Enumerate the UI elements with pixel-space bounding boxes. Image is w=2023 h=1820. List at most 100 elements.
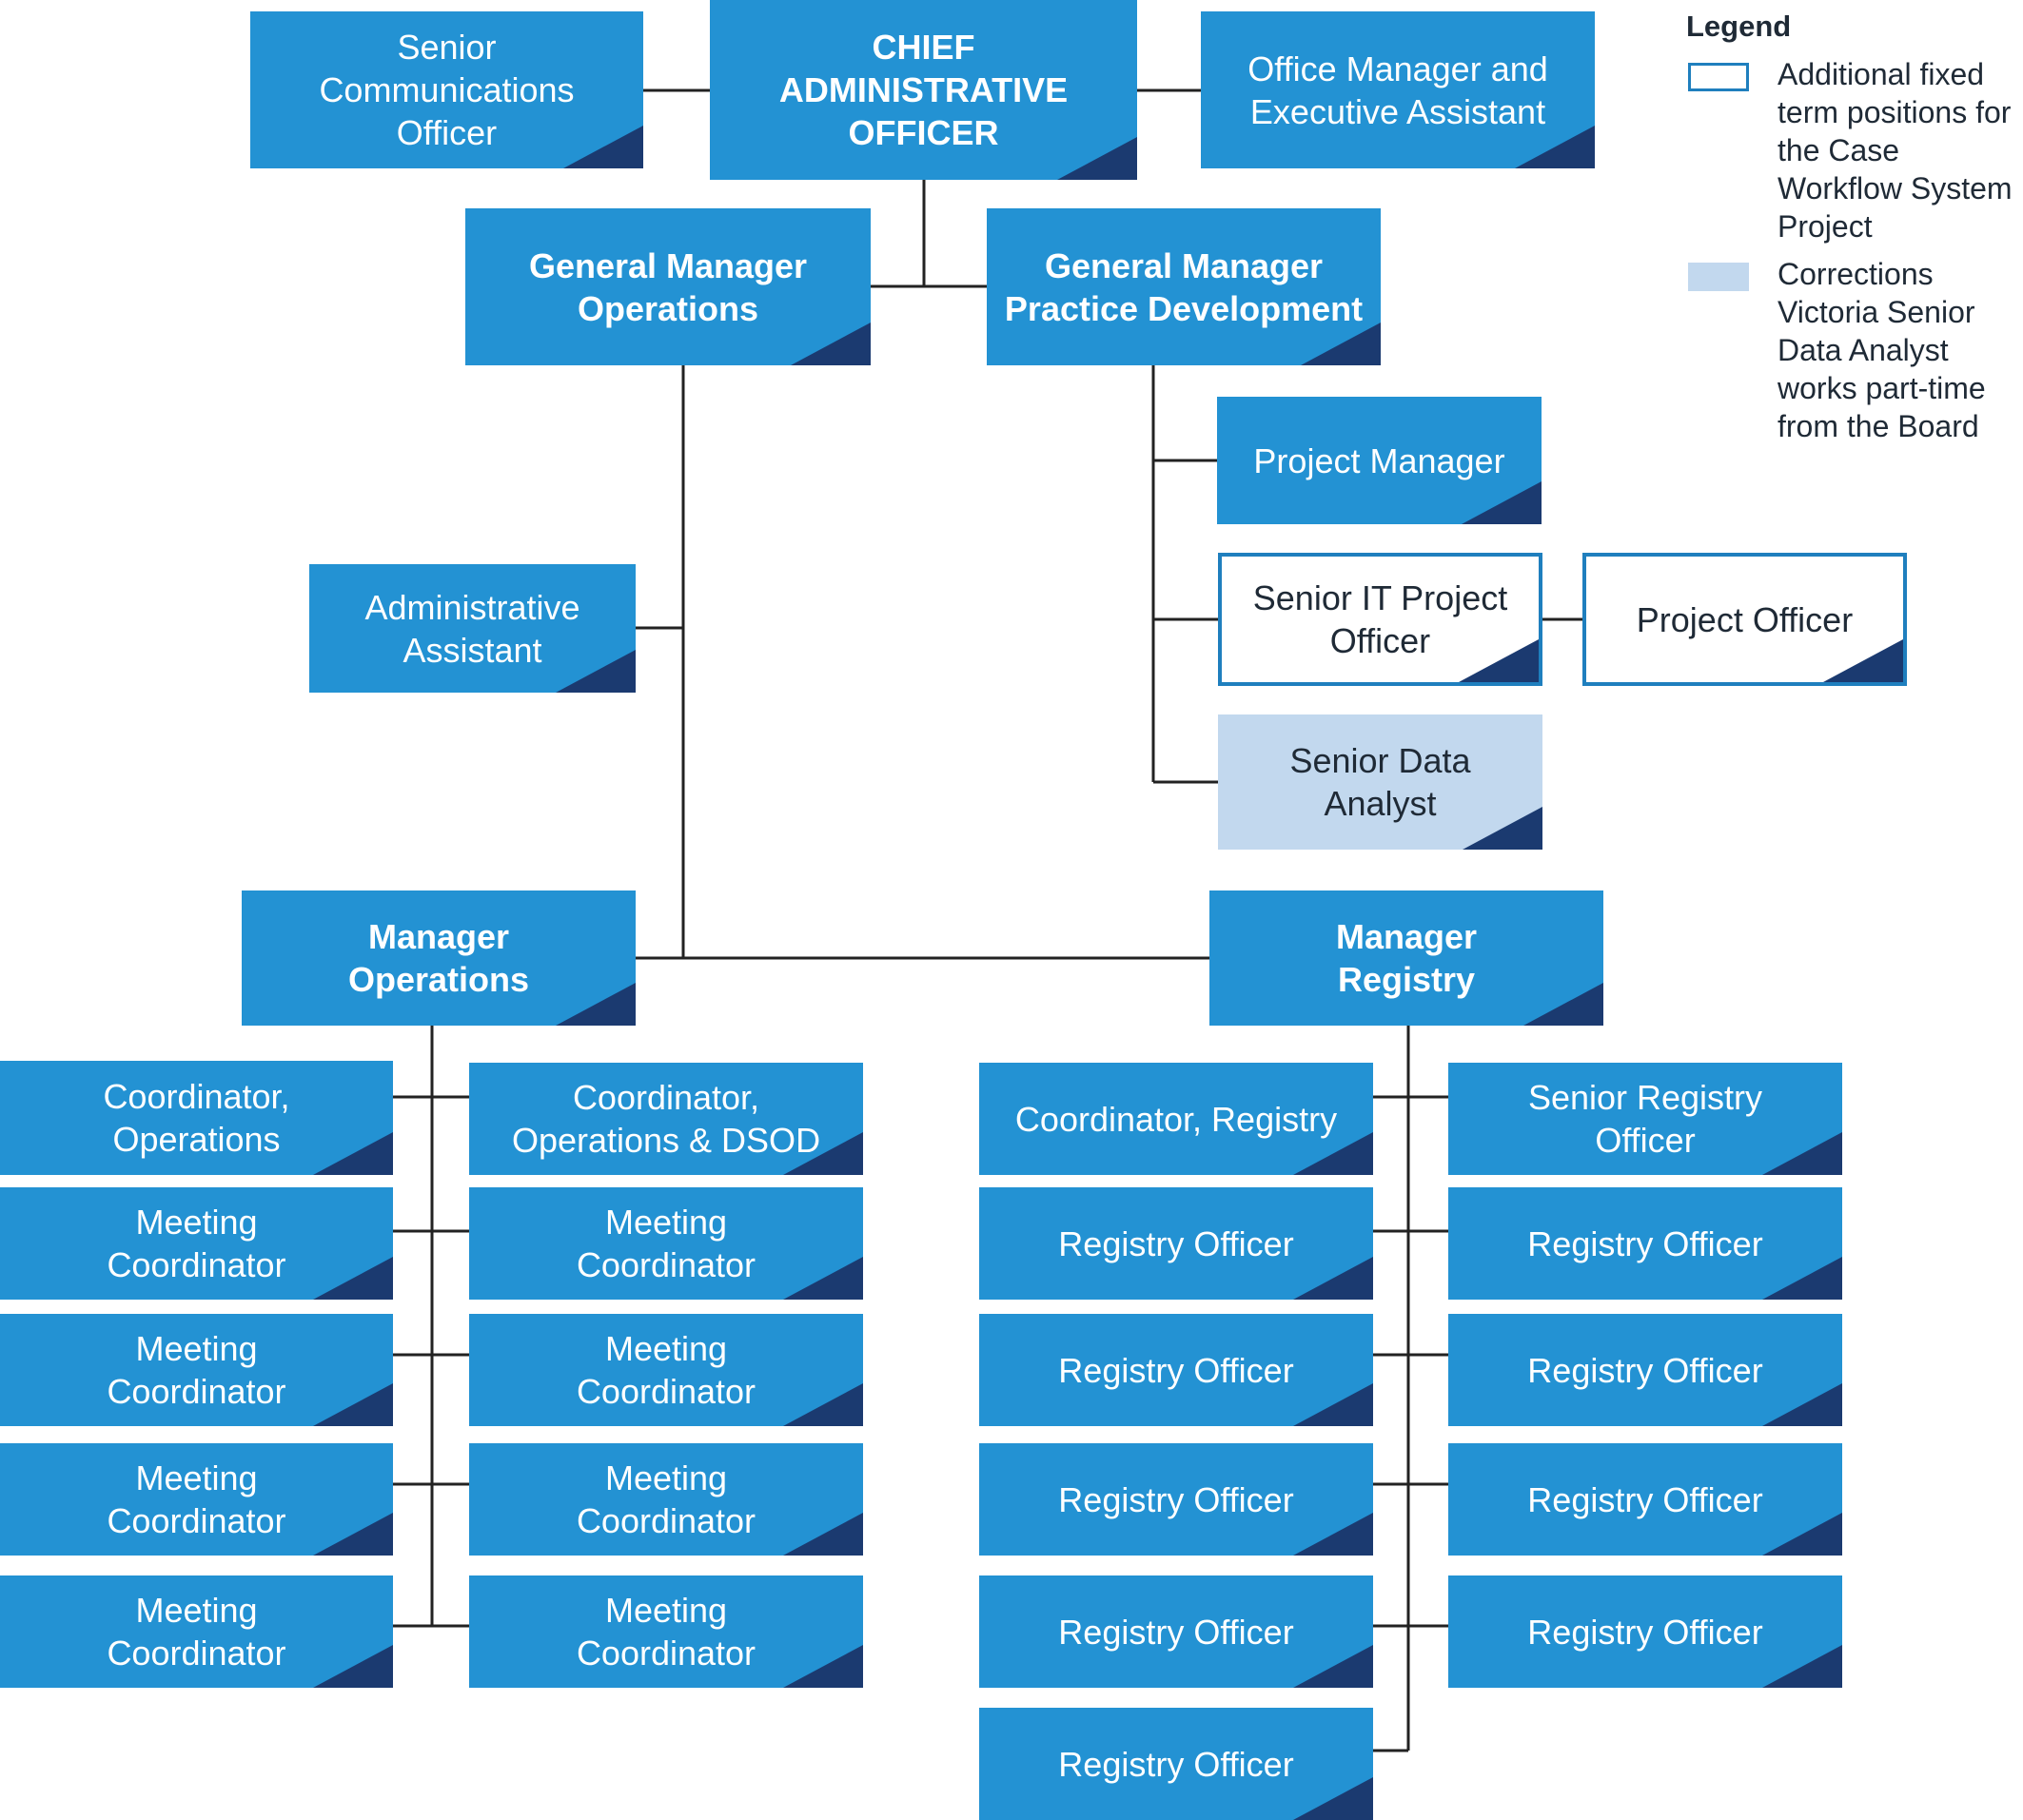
org-box-meeting-coordinator-l4: Meeting Coordinator [0, 1575, 393, 1688]
org-box-label: General Manager Practice Development [1004, 245, 1364, 328]
org-box-general-manager-practice-development: General Manager Practice Development [987, 208, 1381, 365]
org-box-office-manager-executive-assistant: Office Manager and Executive Assistant [1201, 11, 1595, 168]
corner-accent [783, 1513, 863, 1556]
corner-accent [1523, 983, 1603, 1026]
corner-accent [783, 1645, 863, 1688]
org-box-label: Registry Officer [1058, 1223, 1294, 1263]
legend-text-corrections: Corrections Victoria Senior Data Analyst… [1777, 257, 1986, 443]
org-box-label: Meeting Coordinator [576, 1591, 756, 1673]
org-box-label: Manager Registry [1335, 917, 1478, 999]
org-box-project-manager: Project Manager [1217, 397, 1542, 524]
corner-accent [1762, 1383, 1842, 1426]
org-box-label: Meeting Coordinator [107, 1329, 286, 1411]
corner-accent [1293, 1257, 1373, 1300]
corner-accent [1823, 639, 1903, 682]
legend-title: Legend [1686, 10, 1792, 43]
org-box-label: Registry Officer [1058, 1350, 1294, 1390]
corner-accent [313, 1513, 393, 1556]
corner-accent [556, 983, 636, 1026]
org-box-label: Registry Officer [1058, 1612, 1294, 1652]
org-box-label: Registry Officer [1527, 1350, 1763, 1390]
org-box-registry-officer-r3: Registry Officer [1448, 1443, 1842, 1556]
org-box-label: CHIEF ADMINISTRATIVE OFFICER [778, 28, 1069, 152]
corner-accent [313, 1132, 393, 1175]
org-box-registry-officer-r2: Registry Officer [1448, 1314, 1842, 1426]
org-box-label: Meeting Coordinator [576, 1203, 756, 1284]
org-box-coordinator-registry: Coordinator, Registry [979, 1063, 1373, 1175]
org-box-coordinator-operations: Coordinator, Operations [0, 1061, 393, 1175]
corner-accent [1293, 1777, 1373, 1820]
corner-accent [313, 1383, 393, 1426]
org-box-meeting-coordinator-l2: Meeting Coordinator [0, 1314, 393, 1426]
corner-accent [1762, 1645, 1842, 1688]
org-box-registry-officer-l3: Registry Officer [979, 1443, 1373, 1556]
org-box-label: Meeting Coordinator [107, 1591, 286, 1673]
corner-accent [1762, 1257, 1842, 1300]
org-box-label: Meeting Coordinator [107, 1203, 286, 1284]
legend: Legend Additional fixed term positions f… [1686, 8, 2023, 445]
org-box-label: Project Officer [1636, 599, 1854, 639]
org-box-senior-it-project-officer: Senior IT Project Officer [1218, 553, 1542, 686]
corner-accent [783, 1257, 863, 1300]
org-box-label: Senior Communications Officer [319, 28, 575, 152]
org-box-meeting-coordinator-l1: Meeting Coordinator [0, 1187, 393, 1300]
corner-accent [1293, 1513, 1373, 1556]
org-box-chief-administrative-officer: CHIEF ADMINISTRATIVE OFFICER [710, 0, 1137, 180]
corner-accent [313, 1645, 393, 1688]
org-box-label: Coordinator, Registry [1014, 1099, 1338, 1139]
corner-accent [1293, 1383, 1373, 1426]
org-box-label: Registry Officer [1058, 1744, 1294, 1784]
corner-accent [1057, 137, 1137, 180]
org-box-meeting-coordinator-r1: Meeting Coordinator [469, 1187, 863, 1300]
org-box-label: Coordinator, Operations & DSOD [511, 1078, 821, 1160]
corner-accent [1463, 807, 1542, 850]
org-box-label: Registry Officer [1058, 1479, 1294, 1519]
org-box-label: Coordinator, Operations [103, 1077, 290, 1159]
org-box-registry-officer-r1: Registry Officer [1448, 1187, 1842, 1300]
org-box-label: Project Manager [1253, 440, 1505, 480]
org-box-administrative-assistant: Administrative Assistant [309, 564, 636, 693]
org-box-meeting-coordinator-r4: Meeting Coordinator [469, 1575, 863, 1688]
corner-accent [563, 126, 643, 168]
org-box-label: Meeting Coordinator [107, 1458, 286, 1540]
org-box-meeting-coordinator-r2: Meeting Coordinator [469, 1314, 863, 1426]
org-box-registry-officer-l4: Registry Officer [979, 1575, 1373, 1688]
org-box-registry-officer-l5: Registry Officer [979, 1708, 1373, 1820]
org-box-label: Meeting Coordinator [576, 1329, 756, 1411]
org-box-registry-officer-l2: Registry Officer [979, 1314, 1373, 1426]
corner-accent [1462, 481, 1542, 524]
org-box-manager-registry: Manager Registry [1209, 890, 1603, 1026]
legend-swatch-outline [1688, 63, 1749, 91]
org-box-general-manager-operations: General Manager Operations [465, 208, 871, 365]
org-box-label: Senior Registry Officer [1527, 1078, 1763, 1160]
org-box-project-officer: Project Officer [1582, 553, 1907, 686]
org-box-senior-data-analyst: Senior Data Analyst [1218, 714, 1542, 850]
corner-accent [1762, 1513, 1842, 1556]
org-box-label: Registry Officer [1527, 1612, 1763, 1652]
org-box-label: Manager Operations [347, 917, 530, 999]
legend-text-fixed-term: Additional fixed term positions for the … [1777, 57, 2013, 244]
org-box-registry-officer-r4: Registry Officer [1448, 1575, 1842, 1688]
org-box-label: Administrative Assistant [364, 587, 580, 670]
corner-accent [783, 1383, 863, 1426]
legend-item-fixed-term: Additional fixed term positions for the … [1686, 55, 2023, 245]
org-box-manager-operations: Manager Operations [242, 890, 636, 1026]
corner-accent [1762, 1132, 1842, 1175]
corner-accent [1293, 1645, 1373, 1688]
legend-swatch-light [1688, 263, 1749, 291]
org-box-label: Registry Officer [1527, 1223, 1763, 1263]
org-box-label: Registry Officer [1527, 1479, 1763, 1519]
org-box-coordinator-operations-dsod: Coordinator, Operations & DSOD [469, 1063, 863, 1175]
corner-accent [313, 1257, 393, 1300]
org-box-label: Office Manager and Executive Assistant [1247, 49, 1548, 131]
org-box-label: Senior Data Analyst [1289, 741, 1471, 823]
org-box-meeting-coordinator-l3: Meeting Coordinator [0, 1443, 393, 1556]
org-box-senior-communications-officer: Senior Communications Officer [250, 11, 643, 168]
org-box-meeting-coordinator-r3: Meeting Coordinator [469, 1443, 863, 1556]
org-box-label: Meeting Coordinator [576, 1458, 756, 1540]
org-box-label: General Manager Operations [528, 245, 808, 328]
legend-item-corrections: Corrections Victoria Senior Data Analyst… [1686, 255, 2023, 445]
org-box-registry-officer-l1: Registry Officer [979, 1187, 1373, 1300]
